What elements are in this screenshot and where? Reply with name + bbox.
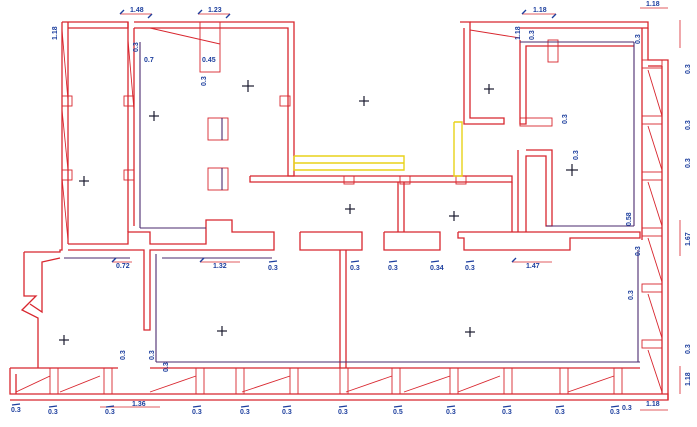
marker-room-10 bbox=[217, 326, 227, 336]
dim-top-1: 1.48 bbox=[130, 7, 144, 14]
dimension-labels-mid: 0.72 1.32 0.3 0.3 0.3 0.34 0.3 1.47 0.3 … bbox=[116, 263, 540, 372]
dim-bottom-13: 0.3 bbox=[610, 409, 620, 416]
dim-mid-7: 0.3 bbox=[465, 265, 475, 272]
dim-mid-2: 1.32 bbox=[213, 263, 227, 270]
dim-mid-8: 1.47 bbox=[526, 263, 540, 270]
outer-walls bbox=[9, 21, 669, 401]
dim-upper-4: 0.3 bbox=[201, 76, 208, 86]
dim-mid-5: 0.3 bbox=[388, 265, 398, 272]
dim-bottom-2: 0.3 bbox=[48, 409, 58, 416]
dim-side-5: 0.3 bbox=[685, 158, 692, 168]
marker-room-4 bbox=[359, 96, 369, 106]
dim-upper-7: 0.3 bbox=[562, 114, 569, 124]
dim-top-2: 1.23 bbox=[208, 7, 222, 14]
dim-mid-10: 0.3 bbox=[149, 350, 156, 360]
dim-mid-3: 0.3 bbox=[268, 265, 278, 272]
marker-room-6 bbox=[566, 164, 578, 176]
dim-side-7: 0.58 bbox=[626, 212, 633, 226]
inner-lines bbox=[64, 41, 640, 363]
marker-room-1 bbox=[79, 176, 89, 186]
wall-hatching bbox=[15, 27, 663, 393]
dim-side-8: 1.67 bbox=[685, 232, 692, 246]
dimension-labels-side: 1.18 1.18 0.3 0.3 0.3 0.3 0.58 1.67 0.3 … bbox=[52, 26, 692, 386]
tilde-marks bbox=[11, 260, 620, 408]
dim-upper-1: 0.3 bbox=[133, 42, 140, 52]
dim-side-9: 0.3 bbox=[635, 246, 642, 256]
dim-side-11: 0.3 bbox=[685, 344, 692, 354]
dim-bottom-12: 0.3 bbox=[555, 409, 565, 416]
dimension-labels-upper: 0.3 0.7 0.45 0.3 0.3 0.3 0.3 bbox=[133, 30, 642, 124]
dim-bottom-15: 1.18 bbox=[646, 401, 660, 408]
dim-bottom-5: 0.3 bbox=[192, 409, 202, 416]
dim-bottom-8: 0.3 bbox=[338, 409, 348, 416]
dim-side-12: 1.18 bbox=[685, 372, 692, 386]
dim-upper-3: 0.45 bbox=[202, 57, 216, 64]
blue-ticks bbox=[111, 9, 557, 263]
dim-side-10: 0.3 bbox=[628, 290, 635, 300]
dimension-labels-top: 1.48 1.23 1.18 1.18 bbox=[130, 1, 660, 14]
dimension-lines bbox=[100, 7, 681, 411]
dim-bottom-3: 0.3 bbox=[105, 409, 115, 416]
dim-side-2: 1.18 bbox=[515, 26, 522, 40]
dim-side-3: 0.3 bbox=[685, 64, 692, 74]
dim-upper-6: 0.3 bbox=[635, 34, 642, 44]
dim-bottom-14: 0.3 bbox=[622, 405, 632, 412]
highlighted-walls bbox=[293, 121, 463, 177]
dim-bottom-1: 0.3 bbox=[11, 407, 21, 414]
dim-mid-1: 0.72 bbox=[116, 263, 130, 270]
dim-bottom-7: 0.3 bbox=[282, 409, 292, 416]
dim-upper-2: 0.7 bbox=[144, 57, 154, 64]
dim-bottom-11: 0.3 bbox=[502, 409, 512, 416]
marker-room-5 bbox=[484, 84, 494, 94]
bottom-wall-openings bbox=[49, 367, 623, 395]
dim-bottom-6: 0.3 bbox=[240, 409, 250, 416]
marker-room-11 bbox=[465, 327, 475, 337]
dim-side-6: 0.3 bbox=[573, 150, 580, 160]
marker-room-8 bbox=[449, 211, 459, 221]
dimension-labels-bottom: 0.3 0.3 0.3 1.36 0.3 0.3 0.3 0.3 0.5 0.3… bbox=[11, 401, 660, 416]
dim-top-3: 1.18 bbox=[533, 7, 547, 14]
dim-top-4: 1.18 bbox=[646, 1, 660, 8]
dim-bottom-10: 0.3 bbox=[446, 409, 456, 416]
dim-upper-5: 0.3 bbox=[529, 30, 536, 40]
room-markers bbox=[59, 80, 578, 345]
dim-mid-4: 0.3 bbox=[350, 265, 360, 272]
marker-room-2 bbox=[149, 111, 159, 121]
interior-walls bbox=[61, 21, 641, 368]
dim-mid-6: 0.34 bbox=[430, 265, 444, 272]
dim-mid-11: 0.3 bbox=[163, 362, 170, 372]
dim-bottom-4: 1.36 bbox=[132, 401, 146, 408]
dim-bottom-9: 0.5 bbox=[393, 409, 403, 416]
marker-room-3 bbox=[242, 80, 254, 92]
dim-mid-9: 0.3 bbox=[120, 350, 127, 360]
dim-side-1: 1.18 bbox=[52, 26, 59, 40]
marker-room-7 bbox=[345, 204, 355, 214]
marker-room-9 bbox=[59, 335, 69, 345]
dim-side-4: 0.3 bbox=[685, 120, 692, 130]
